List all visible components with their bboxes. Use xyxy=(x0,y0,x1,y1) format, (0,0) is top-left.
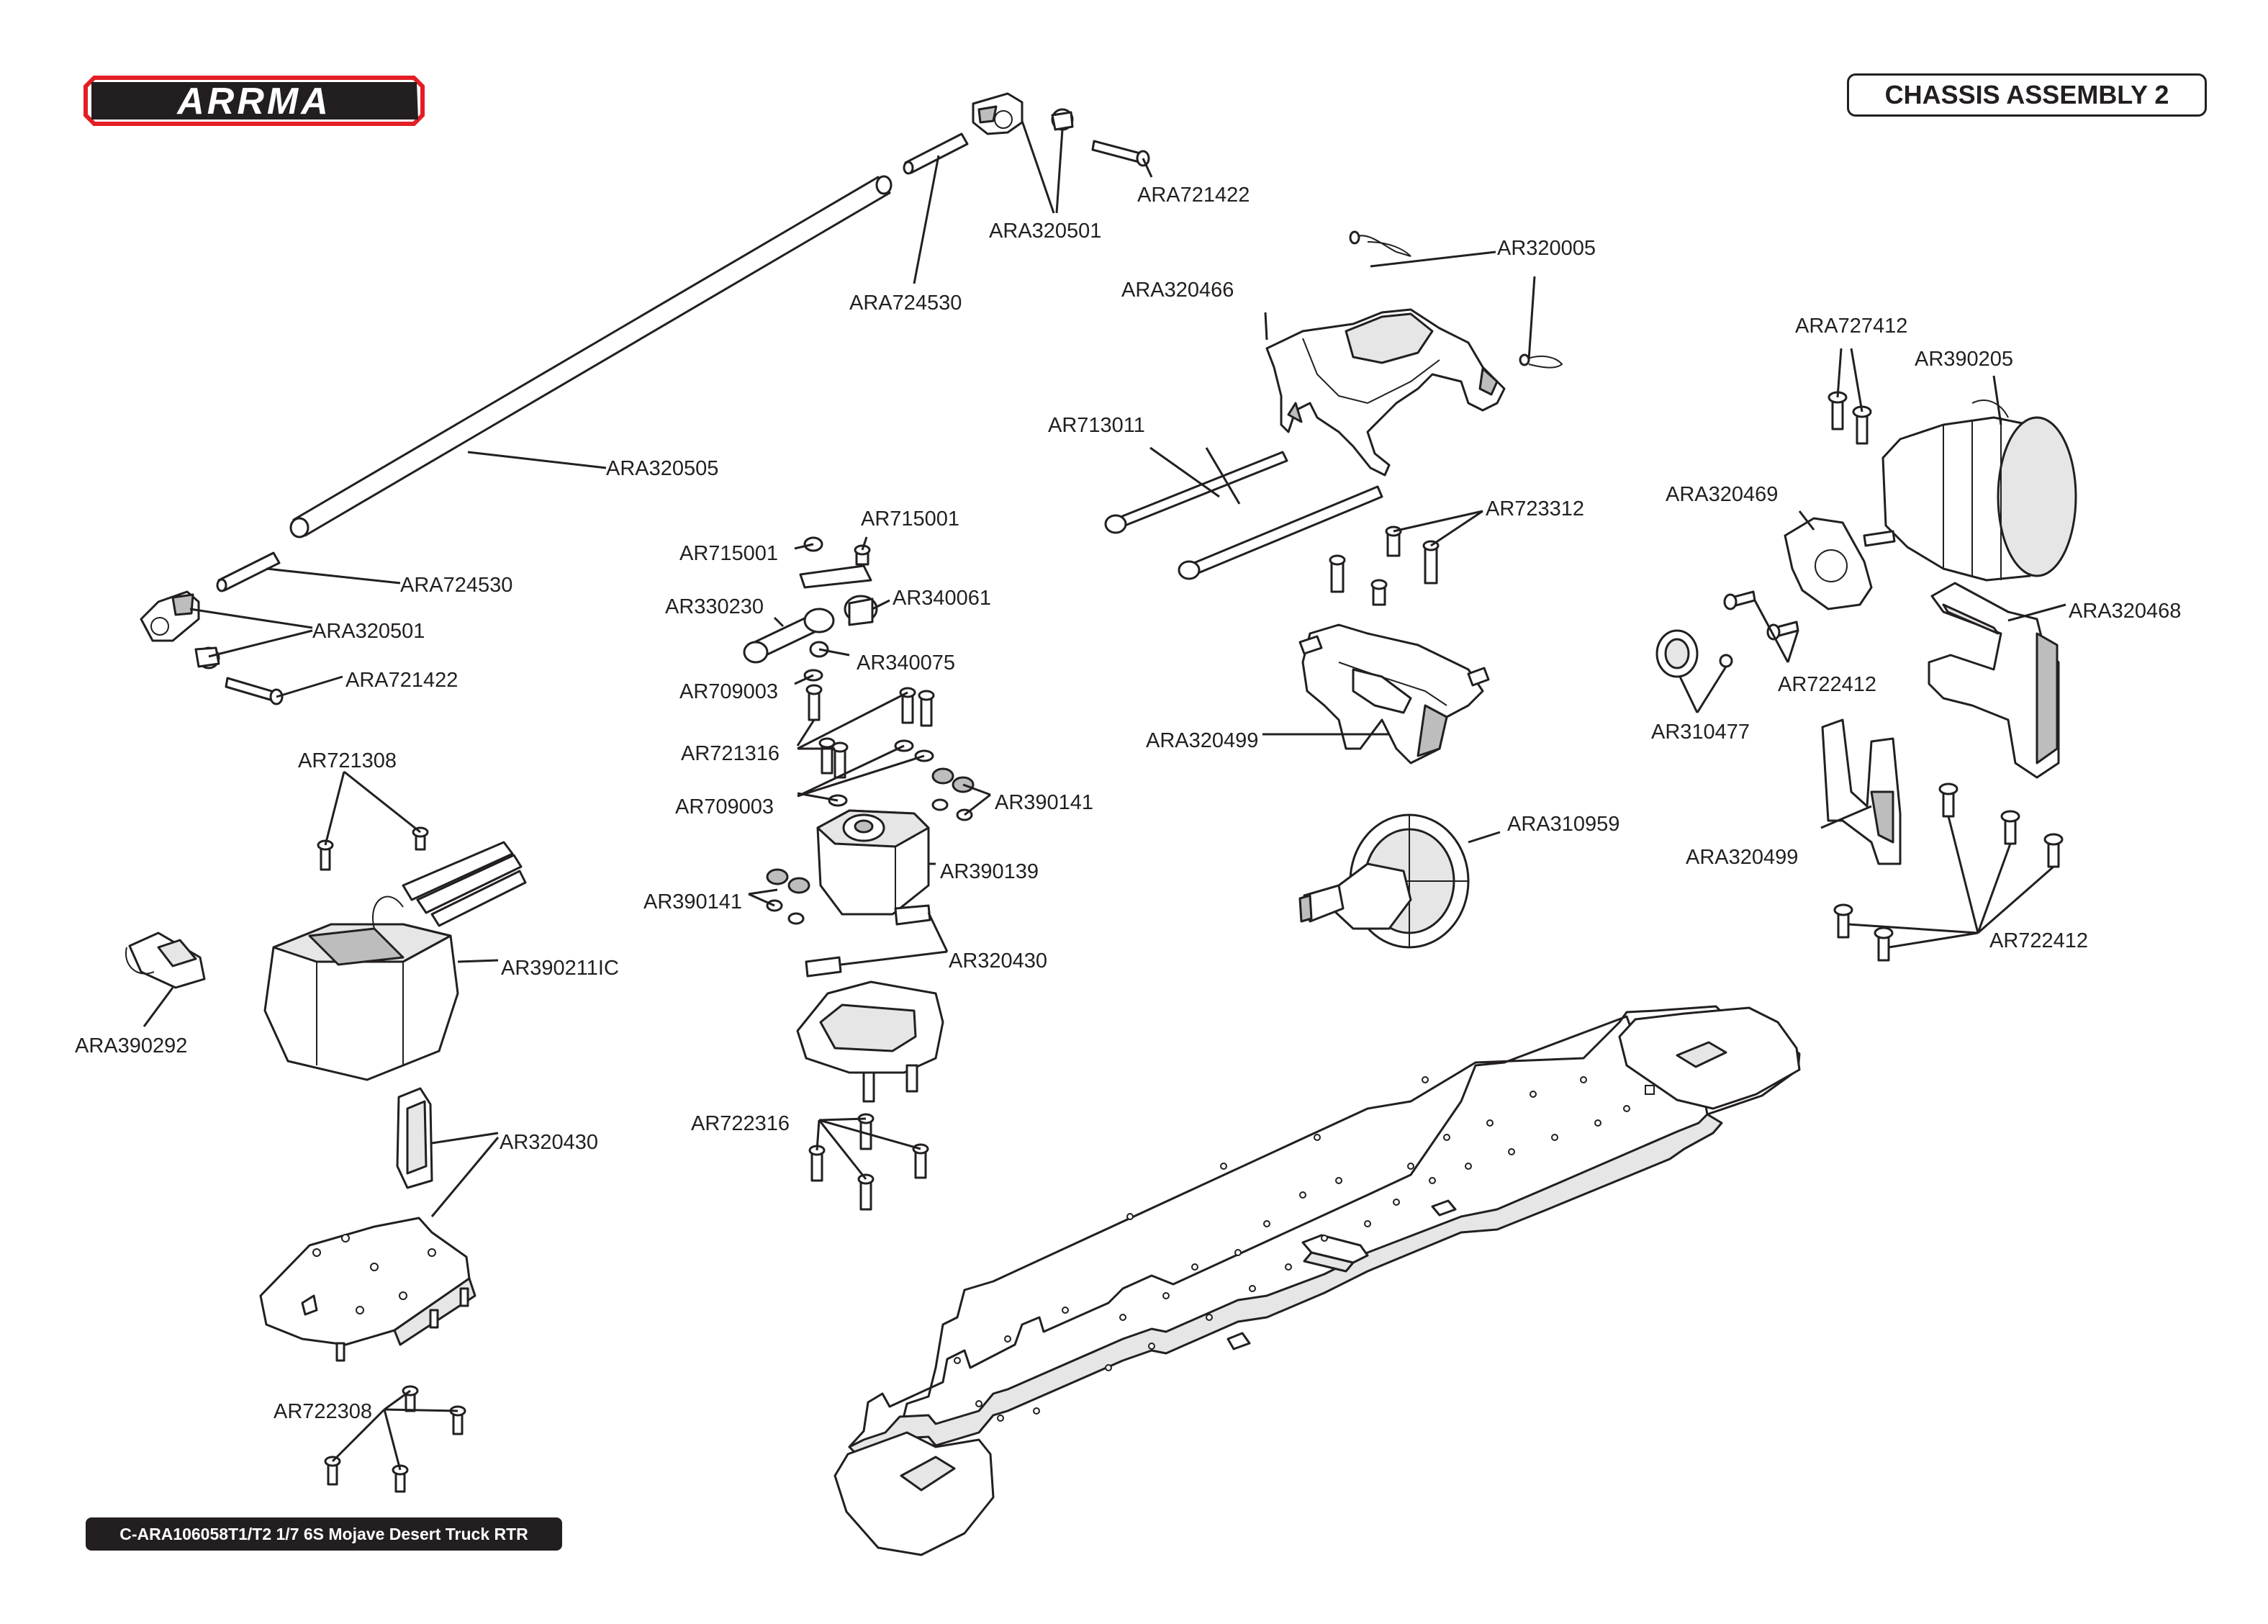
servo-horn-parts xyxy=(743,536,878,682)
diff-mount-lower xyxy=(1298,623,1490,764)
callout-ar715001-left: AR715001 xyxy=(679,542,778,565)
callout-ar721308: AR721308 xyxy=(298,749,397,772)
callout-ar709003-upper: AR709003 xyxy=(679,680,778,703)
callout-ar390141-left: AR390141 xyxy=(643,890,742,914)
esc-screws-ar721308 xyxy=(317,826,429,871)
callout-ar722308: AR722308 xyxy=(274,1400,372,1423)
callout-ar722412-motor: AR722412 xyxy=(1778,673,1876,696)
callout-ara721422-top: ARA721422 xyxy=(1137,184,1250,207)
callout-ara724530-lower: ARA724530 xyxy=(400,574,512,597)
short-tube-upper xyxy=(903,132,969,175)
callout-ara320468: ARA320468 xyxy=(2069,600,2181,623)
callout-ar320005: AR320005 xyxy=(1497,237,1596,260)
callout-ar715001-right: AR715001 xyxy=(861,508,959,531)
motor-screws-ara727412 xyxy=(1827,391,1872,445)
callout-ar722412-group: AR722412 xyxy=(1989,929,2088,952)
servo-tray-ar320430 xyxy=(796,904,944,1103)
callout-ar340061: AR340061 xyxy=(893,587,991,610)
long-pin-2 xyxy=(1178,485,1383,580)
callout-ara320466: ARA320466 xyxy=(1121,279,1234,302)
diff-gear xyxy=(1298,813,1470,949)
motor-mount-ara320499 xyxy=(1821,718,1902,865)
connector-ara390292 xyxy=(125,931,206,989)
screws-ar723312 xyxy=(1329,525,1440,606)
callout-ar320430-bracket: AR320430 xyxy=(500,1131,598,1154)
screw-upper-right xyxy=(1091,140,1150,167)
callout-ar320430-servo: AR320430 xyxy=(949,949,1047,973)
callout-ar390139: AR390139 xyxy=(940,860,1039,883)
servo-screws-ar721316 xyxy=(805,684,935,807)
callout-ara390292: ARA390292 xyxy=(75,1034,187,1057)
long-rod xyxy=(289,175,893,538)
callout-ara320505: ARA320505 xyxy=(606,457,718,480)
esc-ar390211ic xyxy=(263,841,527,1081)
callout-ara320469: ARA320469 xyxy=(1666,483,1778,506)
callout-ar330230: AR330230 xyxy=(665,595,764,618)
small-screws-ar722412 xyxy=(1723,590,1799,641)
section-title: CHASSIS ASSEMBLY 2 xyxy=(1847,73,2207,117)
screw-lower-left xyxy=(225,677,284,705)
callout-ar390141-right: AR390141 xyxy=(995,791,1093,814)
motor-plate-ara320469 xyxy=(1784,517,1873,610)
callout-ara724530-top: ARA724530 xyxy=(849,292,962,315)
arrma-logo: ARRMA xyxy=(83,76,425,126)
callout-ar390205: AR390205 xyxy=(1915,348,2013,371)
servo-ar390139 xyxy=(816,809,930,916)
callout-ar723312: AR723312 xyxy=(1486,497,1584,520)
callout-ara320499-right: ARA320499 xyxy=(1686,846,1798,869)
bracket-ar320430 xyxy=(396,1087,433,1189)
logo-wordmark: ARRMA xyxy=(176,81,331,122)
long-pin-1 xyxy=(1104,451,1288,534)
screws-ar722316 xyxy=(808,1113,929,1211)
callout-ara320501-lower: ARA320501 xyxy=(312,620,425,643)
callout-ar709003-lower: AR709003 xyxy=(675,795,774,818)
battery-tray-plate xyxy=(259,1217,476,1362)
callout-labels: ARA721422 ARA320501 ARA724530 AR320005 A… xyxy=(75,184,2181,1423)
callout-ara727412: ARA727412 xyxy=(1795,315,1907,338)
callout-ara721422-lower: ARA721422 xyxy=(345,669,458,692)
model-footer: C-ARA106058T1/T2 1/7 6S Mojave Desert Tr… xyxy=(86,1517,562,1551)
callout-ar713011: AR713011 xyxy=(1048,414,1145,437)
rod-end-upper xyxy=(972,92,1074,135)
callout-ar721316: AR721316 xyxy=(681,742,780,765)
callout-ar390211ic: AR390211IC xyxy=(501,957,619,980)
callout-ar310477: AR310477 xyxy=(1651,721,1750,744)
callout-ar722316: AR722316 xyxy=(691,1112,790,1135)
motor xyxy=(1863,400,2077,582)
screws-ar722412-group xyxy=(1833,782,2064,962)
callout-ar340075: AR340075 xyxy=(857,651,955,675)
leader-lines xyxy=(143,120,2066,1471)
main-chassis-plate xyxy=(833,1005,1801,1556)
rod-end-lower xyxy=(140,590,220,669)
callout-ara310959: ARA310959 xyxy=(1507,813,1619,836)
diff-mount-top xyxy=(1265,308,1506,477)
chassis-holes xyxy=(954,1076,1630,1422)
r-clip-upper xyxy=(1349,230,1411,257)
motor-mount-ara320468 xyxy=(1928,582,2060,779)
callout-ara320501-top: ARA320501 xyxy=(989,220,1101,243)
r-clip-right xyxy=(1519,353,1563,369)
callout-ara320499-center: ARA320499 xyxy=(1146,729,1258,752)
short-tube-lower xyxy=(216,551,281,592)
pinion-gear xyxy=(1655,629,1733,678)
